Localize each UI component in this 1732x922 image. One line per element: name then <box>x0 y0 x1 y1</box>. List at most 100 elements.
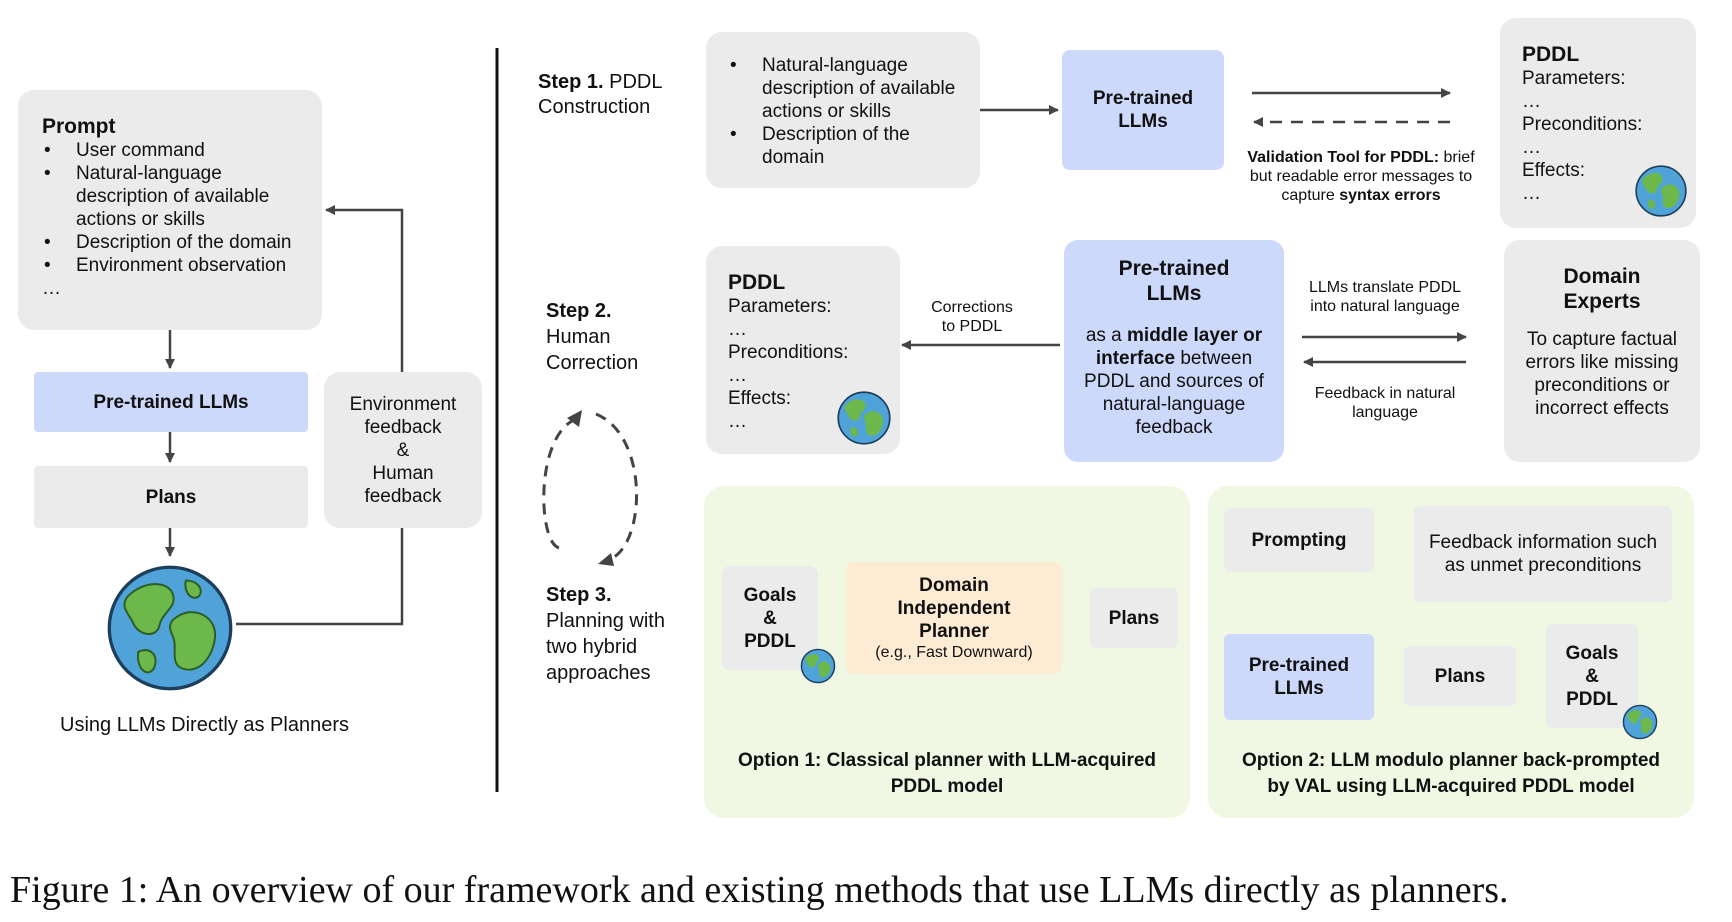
corrections-line: to PDDL <box>941 318 1003 335</box>
option2-goals-box: Goals & PDDL <box>1546 624 1638 728</box>
step1-label-bold: Step 1. <box>538 71 604 93</box>
goals-line: Goals <box>743 584 797 606</box>
left-plans-label: Plans <box>145 486 197 508</box>
option2-plans-box: Plans <box>1404 646 1516 706</box>
goals-line: & <box>763 607 777 629</box>
llm-desc-pre: as a <box>1085 325 1122 346</box>
pddl-line: … <box>1522 91 1541 112</box>
prompt-box: Prompt User command Natural-language des… <box>18 90 322 330</box>
option2-llm-box: Pre-trained LLMs <box>1224 634 1374 720</box>
step2-llm-box: Pre-trained LLMs as a middle layer or in… <box>1064 240 1284 462</box>
step1-llm-box: Pre-trained LLMs <box>1062 50 1224 170</box>
pddl-line: … <box>728 319 747 340</box>
step2-label-bold: Step 2. <box>546 300 612 322</box>
goals-line: PDDL <box>1566 688 1618 710</box>
cycle-arrowhead-top <box>567 410 582 427</box>
option2-llm-label: Pre-trained LLMs <box>1248 655 1350 699</box>
feedback-box: Environment feedback & Human feedback <box>324 372 482 528</box>
goals-line: Goals <box>1565 642 1619 664</box>
option1-plans-box: Plans <box>1090 588 1178 648</box>
step1-input-item: Description of the domain <box>730 123 968 169</box>
step3-label-line: Planning with <box>546 610 665 632</box>
goals-line: PDDL <box>744 630 796 652</box>
option1-goals-box: Goals & PDDL <box>722 566 818 670</box>
feedback-info-label: Feedback information such as unmet preco… <box>1428 532 1658 576</box>
step1-pddl-box: PDDL Parameters: … Preconditions: … Effe… <box>1500 18 1696 228</box>
experts-title: Domain Experts <box>1563 265 1641 313</box>
pddl-line: Effects: <box>1522 160 1586 181</box>
cycle-arrowhead-bottom <box>598 553 614 566</box>
step1-pddl-title: PDDL <box>1522 43 1580 66</box>
translate-line: into natural language <box>1310 298 1460 315</box>
cycle-arrow-right <box>595 412 639 562</box>
option2-caption: Option 2: LLM modulo planner back-prompt… <box>1214 748 1688 800</box>
option2-caption-line: Option 2: LLM modulo planner back-prompt… <box>1242 750 1660 771</box>
step2-label: Step 2. Human Correction <box>546 298 676 376</box>
feedback-nl-line: language <box>1352 404 1418 421</box>
feedback-line: Environment <box>349 393 457 415</box>
feedback-line: feedback <box>364 416 442 438</box>
planner-title: Domain Independent Planner <box>897 575 1011 642</box>
earth-globe-icon <box>800 648 836 684</box>
step1-llm-label: Pre-trained LLMs <box>1092 88 1194 132</box>
feedback-nl-label: Feedback in natural language <box>1290 384 1480 422</box>
step3-label: Step 3. Planning with two hybrid approac… <box>546 582 686 686</box>
corrections-line: Corrections <box>931 299 1013 316</box>
feedback-line: Human <box>372 462 434 484</box>
corrections-label: Corrections to PDDL <box>904 298 1040 336</box>
feedback-nl-line: Feedback in natural <box>1314 385 1456 402</box>
step1-input-item: Natural-language description of availabl… <box>730 54 968 123</box>
feedback-line: & <box>396 439 410 461</box>
prompt-list: User command Natural-language descriptio… <box>42 139 308 277</box>
pddl-line: Effects: <box>728 388 792 409</box>
option1-plans-label: Plans <box>1108 607 1160 629</box>
step1-input-list: Natural-language description of availabl… <box>728 54 968 169</box>
step1-input-box: Natural-language description of availabl… <box>706 32 980 188</box>
step1-label-rest: PDDL <box>609 71 663 93</box>
step2-llm-title: Pre-trained LLMs <box>1118 257 1230 305</box>
left-plans-box: Plans <box>34 466 308 528</box>
translate-label: LLMs translate PDDL into natural languag… <box>1290 278 1480 316</box>
goals-line: & <box>1585 665 1599 687</box>
pddl-line: … <box>1522 137 1541 158</box>
step2-label-line3: Correction <box>546 352 639 374</box>
pddl-line: Parameters: <box>1522 68 1626 89</box>
step2-label-line2: Human <box>546 326 611 348</box>
pddl-line: … <box>728 365 747 386</box>
step3-label-bold: Step 3. <box>546 584 612 606</box>
llm-desc-post: between PDDL and sources of natural-lang… <box>1084 348 1264 438</box>
step1-label: Step 1. PDDL Construction <box>538 70 688 120</box>
planner-sub: (e.g., Fast Downward) <box>875 644 1033 661</box>
figure-caption: Figure 1: An overview of our framework a… <box>10 869 1509 911</box>
cycle-arrow-left <box>542 417 577 550</box>
left-section-caption: Using LLMs Directly as Planners <box>60 714 349 736</box>
validation-tool-text: Validation Tool for PDDL: brief but read… <box>1236 148 1486 205</box>
domain-experts-box: Domain Experts To capture factual errors… <box>1504 240 1700 462</box>
left-llm-box: Pre-trained LLMs <box>34 372 308 432</box>
earth-globe-icon <box>1635 165 1687 217</box>
pddl-line: Preconditions: <box>1522 114 1643 135</box>
feedback-info-box: Feedback information such as unmet preco… <box>1414 506 1672 602</box>
llm-desc-bold: middle layer or interface <box>1095 325 1263 369</box>
feedback-line: feedback <box>364 485 442 507</box>
prompting-box: Prompting <box>1224 508 1374 572</box>
step3-label-line: two hybrid <box>546 636 638 658</box>
pddl-line: Parameters: <box>728 296 832 317</box>
prompt-item: Description of the domain <box>44 231 308 254</box>
pddl-line: … <box>1522 183 1541 204</box>
translate-line: LLMs translate PDDL <box>1308 279 1462 296</box>
earth-globe-icon <box>107 565 233 691</box>
experts-desc: To capture factual errors like missing p… <box>1525 329 1679 419</box>
step3-label-line: approaches <box>546 662 651 684</box>
pddl-line: … <box>728 411 747 432</box>
validation-bold: Validation Tool for PDDL: <box>1247 149 1440 166</box>
option1-caption-line: PDDL model <box>890 776 1004 797</box>
prompt-item: Natural-language description of availabl… <box>44 162 308 231</box>
left-llm-label: Pre-trained LLMs <box>93 391 249 413</box>
earth-globe-icon <box>1622 704 1658 740</box>
earth-globe-icon <box>837 391 891 445</box>
step2-pddl-title: PDDL <box>728 271 786 294</box>
option1-caption-line: Option 1: Classical planner with LLM-acq… <box>737 750 1157 771</box>
option2-plans-label: Plans <box>1434 665 1486 687</box>
option1-caption: Option 1: Classical planner with LLM-acq… <box>712 748 1182 800</box>
